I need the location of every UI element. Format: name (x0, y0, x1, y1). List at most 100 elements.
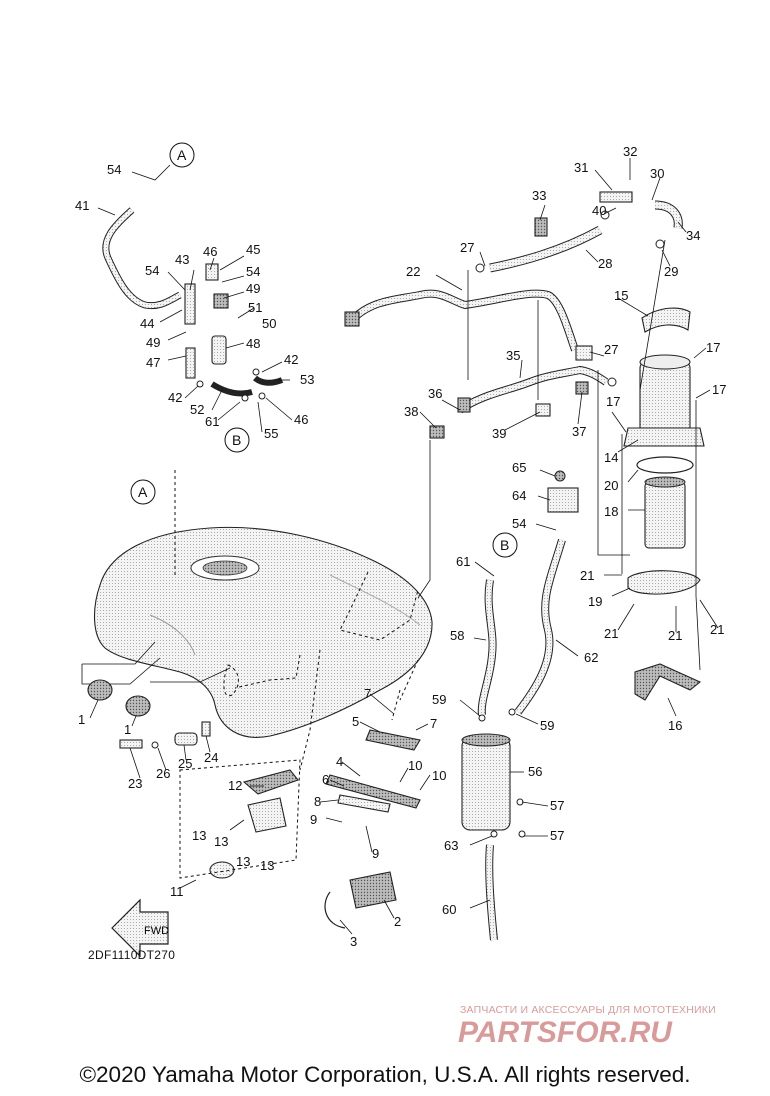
callout-54: 54 (107, 162, 121, 177)
callout-53: 53 (300, 372, 314, 387)
callout-31: 31 (574, 160, 588, 175)
callout-60: 60 (442, 902, 456, 917)
callout-4: 4 (336, 754, 343, 769)
callout-21: 21 (710, 622, 724, 637)
callout-46: 46 (294, 412, 308, 427)
callout-23: 23 (128, 776, 142, 791)
callout-27: 27 (604, 342, 618, 357)
callout-56: 56 (528, 764, 542, 779)
callout-47: 47 (146, 355, 160, 370)
callout-52: 52 (190, 402, 204, 417)
callout-18: 18 (604, 504, 618, 519)
vapor-hoses (344, 191, 683, 556)
callout-22: 22 (406, 264, 420, 279)
callout-40: 40 (592, 203, 606, 218)
copyright-notice: ©2020 Yamaha Motor Corporation, U.S.A. A… (79, 1062, 691, 1087)
ref-letter-a: A (177, 147, 187, 163)
canister-assembly (461, 470, 579, 941)
tank-dashed-links (81, 440, 431, 771)
callout-54: 54 (145, 263, 159, 278)
callout-54: 54 (246, 264, 260, 279)
callout-7: 7 (364, 686, 371, 701)
fwd-arrow: FWD (111, 898, 169, 958)
callout-55: 55 (264, 426, 278, 441)
callout-13: 13 (236, 854, 250, 869)
callout-62: 62 (584, 650, 598, 665)
callout-2: 2 (394, 914, 401, 929)
breather-hoses (102, 207, 284, 402)
callout-36: 36 (428, 386, 442, 401)
callout-5: 5 (352, 714, 359, 729)
callout-20: 20 (604, 478, 618, 493)
tank-mount-parts (87, 679, 421, 929)
ref-letter-a-tank: A (138, 484, 148, 500)
callout-58: 58 (450, 628, 464, 643)
callout-13: 13 (192, 828, 206, 843)
callout-61: 61 (205, 414, 219, 429)
callout-49: 49 (146, 335, 160, 350)
callout-43: 43 (175, 252, 189, 267)
callout-42: 42 (284, 352, 298, 367)
callout-29: 29 (664, 264, 678, 279)
callout-44: 44 (140, 316, 154, 331)
callout-65: 65 (512, 460, 526, 475)
callout-6: 6 (322, 772, 329, 787)
callout-46: 46 (203, 244, 217, 259)
callout-49: 49 (246, 281, 260, 296)
callout-17: 17 (706, 340, 720, 355)
callout-15: 15 (614, 288, 628, 303)
callout-26: 26 (156, 766, 170, 781)
callout-39: 39 (492, 426, 506, 441)
callout-19: 19 (588, 594, 602, 609)
callout-51: 51 (248, 300, 262, 315)
callout-12: 12 (228, 778, 242, 793)
watermark-logo: PARTSFOR.RU (458, 1016, 673, 1049)
callout-14: 14 (604, 450, 618, 465)
fwd-label: FWD (144, 925, 169, 937)
leader-lines (89, 158, 719, 935)
callout-1: 1 (78, 712, 85, 727)
callout-63: 63 (444, 838, 458, 853)
callout-34: 34 (686, 228, 700, 243)
callout-41: 41 (75, 198, 89, 213)
callout-17: 17 (606, 394, 620, 409)
callout-21: 21 (604, 626, 618, 641)
callout-25: 25 (178, 756, 192, 771)
diagram-code: 2DF1110DT270 (88, 948, 176, 962)
callout-3: 3 (350, 934, 357, 949)
callout-8: 8 (314, 794, 321, 809)
callout-28: 28 (598, 256, 612, 271)
callout-21: 21 (668, 628, 682, 643)
callout-13: 13 (260, 858, 274, 873)
callout-11: 11 (170, 884, 184, 899)
callout-59: 59 (540, 718, 554, 733)
ref-letter-b-canister: B (500, 537, 509, 553)
callout-9: 9 (372, 846, 379, 861)
callout-10: 10 (408, 758, 422, 773)
callout-13: 13 (214, 834, 228, 849)
callout-10: 10 (432, 768, 446, 783)
callout-21: 21 (580, 568, 594, 583)
callout-17: 17 (712, 382, 726, 397)
callout-24: 24 (204, 750, 218, 765)
callout-7: 7 (430, 716, 437, 731)
ref-letter-b: B (232, 432, 241, 448)
callout-45: 45 (246, 242, 260, 257)
callout-33: 33 (532, 188, 546, 203)
callout-35: 35 (506, 348, 520, 363)
callout-57: 57 (550, 828, 564, 843)
callout-50: 50 (262, 316, 276, 331)
watermark-brand: PARTSFOR.RU (458, 1016, 673, 1049)
callout-27: 27 (460, 240, 474, 255)
callout-61: 61 (456, 554, 470, 569)
watermark-tagline: ЗАПЧАСТИ И АКСЕССУАРЫ ДЛЯ МОТОТЕХНИКИ (460, 1004, 716, 1016)
callout-48: 48 (246, 336, 260, 351)
callout-30: 30 (650, 166, 664, 181)
callout-numbers: 54 41 54 43 46 45 54 49 51 50 44 49 47 4… (75, 144, 726, 949)
fuel-pump-assembly (621, 239, 705, 701)
callout-1: 1 (124, 722, 131, 737)
callout-42: 42 (168, 390, 182, 405)
callout-37: 37 (572, 424, 586, 439)
callout-32: 32 (623, 144, 637, 159)
